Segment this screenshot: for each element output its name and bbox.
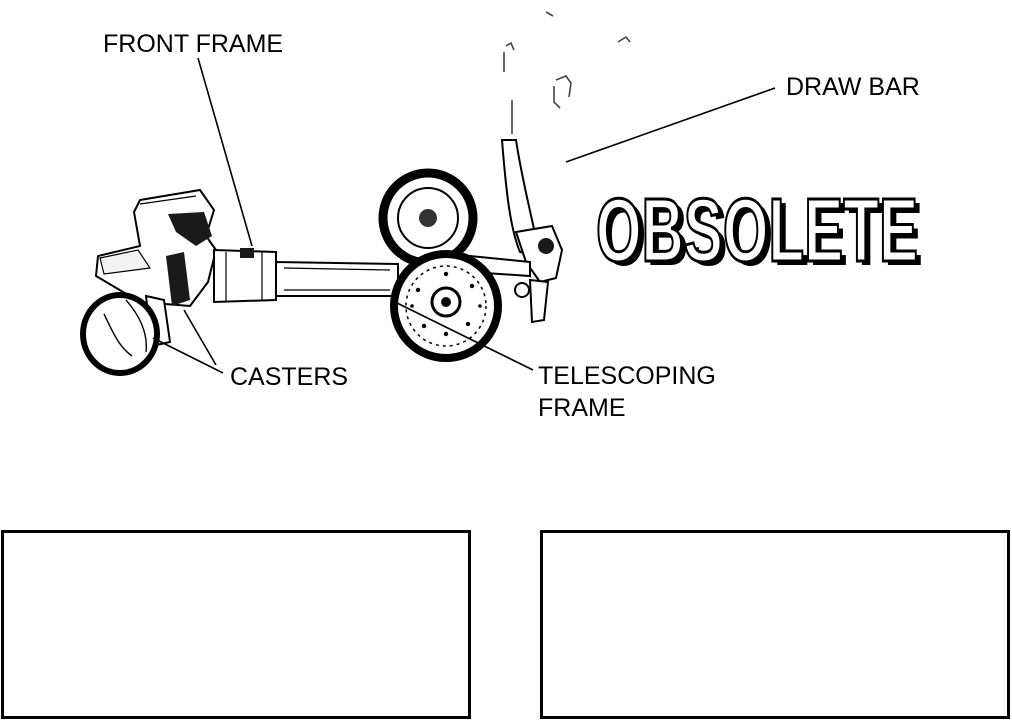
front-frame bbox=[94, 188, 218, 308]
label-telescoping-frame-line1: TELESCOPING bbox=[538, 362, 716, 390]
front-wheel bbox=[390, 250, 502, 362]
leader-telescoping-frame bbox=[394, 301, 534, 371]
label-telescoping-frame-line2: FRAME bbox=[538, 394, 626, 422]
label-draw-bar: DRAW BAR bbox=[786, 73, 920, 101]
leader-lines bbox=[152, 57, 776, 374]
leader-front-frame bbox=[197, 57, 253, 247]
obsolete-stamp-text: OBSOLETE bbox=[596, 181, 918, 281]
label-front-frame: FRONT FRAME bbox=[103, 30, 283, 58]
dolly-illustration bbox=[80, 11, 631, 376]
draw-bar-handle-sketch bbox=[503, 11, 631, 134]
blank-box-right bbox=[540, 530, 1010, 719]
leader-draw-bar bbox=[565, 87, 776, 163]
leader-casters-rear bbox=[152, 337, 224, 374]
caster-wheel bbox=[80, 292, 172, 376]
obsolete-stamp: OBSOLETE OBSOLETE bbox=[595, 180, 924, 286]
telescoping-frame-tube bbox=[213, 248, 399, 304]
obsolete-stamp-shadow: OBSOLETE bbox=[601, 185, 923, 285]
label-casters: CASTERS bbox=[230, 363, 348, 391]
blank-box-left bbox=[1, 530, 471, 719]
rear-wheel bbox=[378, 168, 478, 268]
leader-casters-front bbox=[183, 309, 217, 366]
